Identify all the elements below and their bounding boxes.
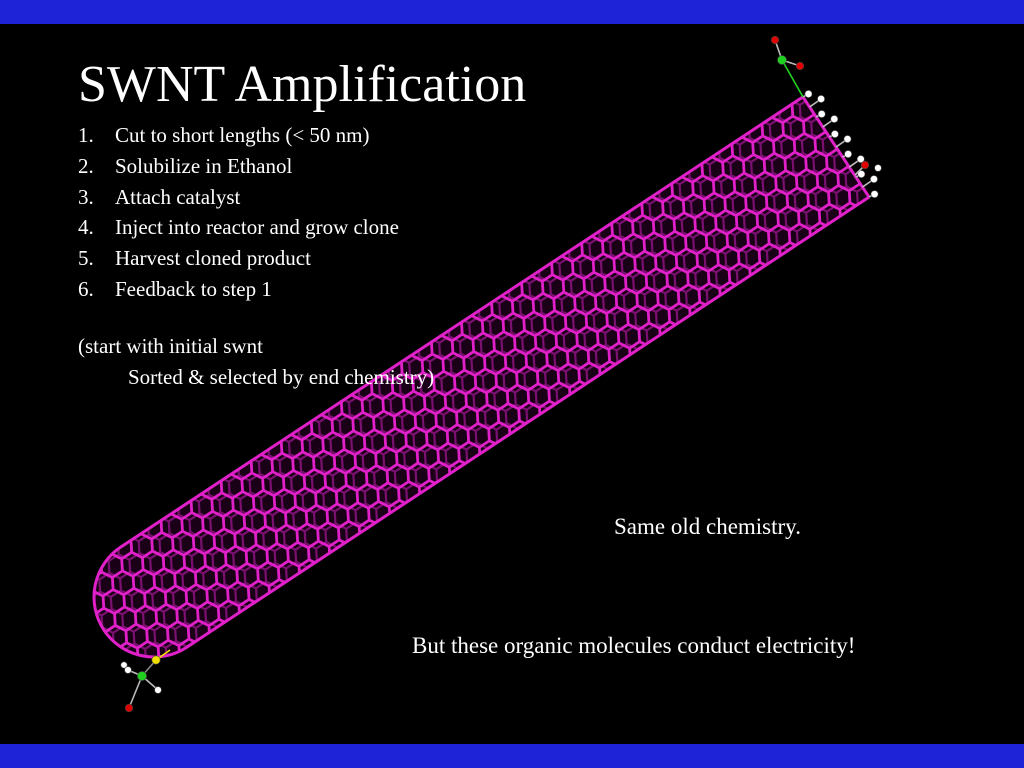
step-number: 1.	[78, 123, 94, 147]
step-number: 4.	[78, 215, 94, 240]
step-item: 4. Inject into reactor and grow clone	[78, 212, 399, 243]
hydrogen-atom	[804, 90, 813, 98]
hydrogen-atom	[817, 110, 826, 118]
step-text: Feedback to step 1	[115, 276, 272, 301]
carbon-atom	[777, 55, 787, 65]
bond-line	[781, 59, 804, 98]
note-line-2: Sorted & selected by end chemistry)	[128, 365, 435, 389]
end-groups	[120, 35, 882, 713]
hydrogen-atom	[856, 155, 865, 163]
step-number: 5.	[78, 246, 94, 271]
step-item: 6. Feedback to step 1	[78, 274, 399, 305]
caption-conduct-electricity: But these organic molecules conduct elec…	[412, 633, 856, 658]
nanotube-illustration	[70, 35, 882, 713]
steps-list: 1. Cut to short lengths (< 50 nm) 2. Solub…	[78, 120, 399, 305]
hydrogen-atom	[874, 164, 882, 172]
hydrogen-atom	[124, 666, 132, 674]
hydrogen-atom	[120, 661, 128, 669]
bond-line	[128, 675, 143, 709]
hydrogen-atom	[857, 170, 866, 178]
oxygen-atom	[860, 160, 870, 170]
caption-same-chemistry: Same old chemistry.	[614, 514, 801, 539]
carbon-atom	[137, 671, 147, 681]
step-item: 5. Harvest cloned product	[78, 243, 399, 274]
hydrogen-atom	[830, 115, 839, 123]
hydrogen-atom	[844, 150, 853, 158]
oxygen-atom	[124, 703, 134, 713]
step-item: 2. Solubilize in Ethanol	[78, 151, 399, 182]
step-item: 1. Cut to short lengths (< 50 nm)	[78, 120, 399, 151]
oxygen-atom	[795, 61, 805, 71]
step-text: Inject into reactor and grow clone	[115, 215, 399, 240]
hydrogen-atom	[154, 686, 162, 694]
hydrogen-atom	[870, 190, 879, 199]
step-number: 3.	[78, 184, 94, 209]
step-text: Solubilize in Ethanol	[115, 153, 293, 178]
hydrogen-atom	[817, 95, 825, 103]
note-line-1: (start with initial swnt	[78, 334, 263, 358]
slide: SWNT Amplification 1. Cut to short length…	[0, 24, 1024, 744]
bottom-band	[0, 744, 1024, 768]
top-band	[0, 0, 1024, 24]
step-item: 3. Attach catalyst	[78, 182, 399, 213]
step-number: 6.	[78, 276, 94, 301]
step-number: 2.	[78, 153, 94, 178]
oxygen-atom	[770, 35, 780, 45]
hydrogen-atom	[831, 130, 839, 138]
hydrogen-atom	[843, 135, 852, 143]
slide-title: SWNT Amplification	[78, 56, 527, 113]
step-text: Attach catalyst	[115, 184, 241, 209]
step-text: Cut to short lengths (< 50 nm)	[115, 123, 370, 147]
sulfur-atom	[151, 655, 161, 665]
hydrogen-atom	[870, 175, 878, 184]
step-text: Harvest cloned product	[115, 246, 311, 271]
